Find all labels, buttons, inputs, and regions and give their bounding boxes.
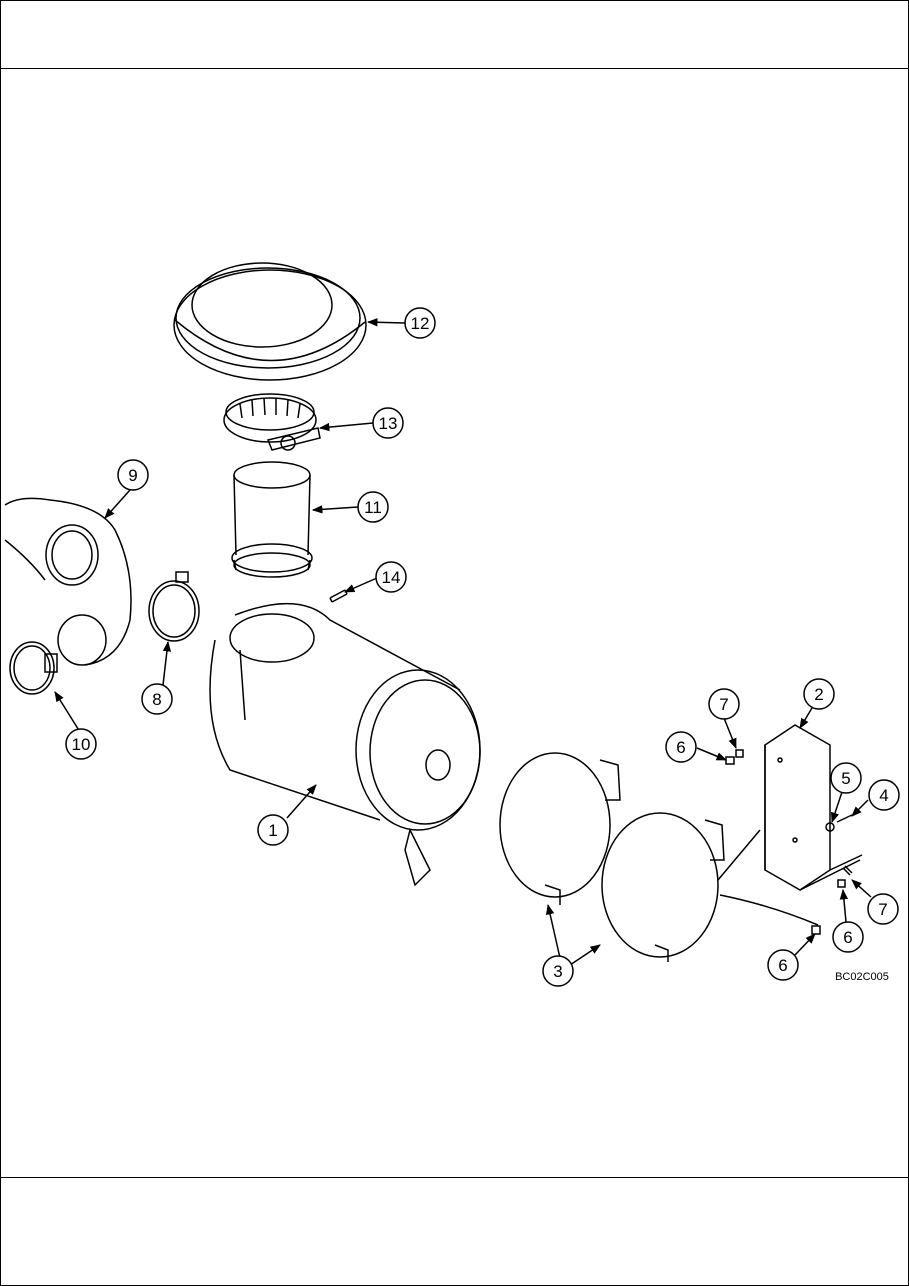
callout-number: 12 — [411, 314, 430, 333]
callout-circle — [65, 728, 97, 760]
callout-number: 8 — [152, 690, 161, 709]
callout-7: 7 — [708, 688, 740, 720]
callout-circle — [357, 491, 389, 523]
callout-circle — [404, 307, 436, 339]
callout-1: 1 — [257, 814, 289, 846]
callout-number: 13 — [379, 414, 398, 433]
callout-12: 12 — [404, 307, 436, 339]
callout-number: 10 — [72, 735, 91, 754]
hardware-parts — [725, 749, 853, 935]
callout-3: 3 — [542, 955, 574, 987]
callout-number: 5 — [841, 769, 850, 788]
filter-element-part — [231, 461, 313, 578]
callout-13: 13 — [372, 407, 404, 439]
callout-8: 8 — [141, 683, 173, 715]
callout-11: 11 — [357, 491, 389, 523]
callout-14: 14 — [375, 561, 407, 593]
callout-number: 6 — [778, 956, 787, 975]
callout-6: 6 — [832, 921, 864, 953]
bracket-part — [764, 724, 863, 891]
callout-circle — [708, 688, 740, 720]
callout-9: 9 — [117, 459, 149, 491]
cover-part — [173, 262, 367, 381]
callout-7: 7 — [867, 893, 899, 925]
callout-number: 11 — [364, 498, 382, 517]
callout-number: 3 — [553, 962, 562, 981]
callout-circle — [832, 921, 864, 953]
callout-circle — [117, 459, 149, 491]
callout-10: 10 — [65, 728, 97, 760]
callout-number: 14 — [382, 568, 401, 587]
callout-circle — [375, 561, 407, 593]
callout-number: 1 — [268, 821, 277, 840]
callout-circle — [868, 779, 900, 811]
callout-number: 7 — [878, 900, 887, 919]
figure-code: BC02C005 — [835, 971, 889, 983]
callout-circle — [830, 762, 862, 794]
callout-circle — [867, 893, 899, 925]
leader-lines — [54, 318, 872, 966]
callout-6: 6 — [665, 731, 697, 763]
callout-4: 4 — [868, 779, 900, 811]
callout-number: 6 — [843, 928, 852, 947]
callout-number: 6 — [676, 738, 685, 757]
callout-number: 9 — [128, 466, 137, 485]
callout-2: 2 — [803, 678, 835, 710]
callout-number: 2 — [814, 685, 823, 704]
callout-circle — [542, 955, 574, 987]
clamp-part-10 — [9, 641, 58, 695]
housing-part — [209, 602, 481, 887]
callout-5: 5 — [830, 762, 862, 794]
callout-circle — [803, 678, 835, 710]
callout-circle — [372, 407, 404, 439]
callout-circle — [141, 683, 173, 715]
callout-number: 4 — [879, 786, 888, 805]
callout-circle — [665, 731, 697, 763]
mounting-bands-part — [499, 752, 819, 962]
intake-elbow-part — [4, 497, 132, 666]
callout-number: 7 — [719, 695, 728, 714]
callout-circle — [257, 814, 289, 846]
clamp-part-8 — [148, 571, 200, 642]
clamp-part-13 — [223, 393, 321, 451]
callout-6: 6 — [767, 949, 799, 981]
fitting-part — [329, 589, 348, 603]
callout-circle — [767, 949, 799, 981]
